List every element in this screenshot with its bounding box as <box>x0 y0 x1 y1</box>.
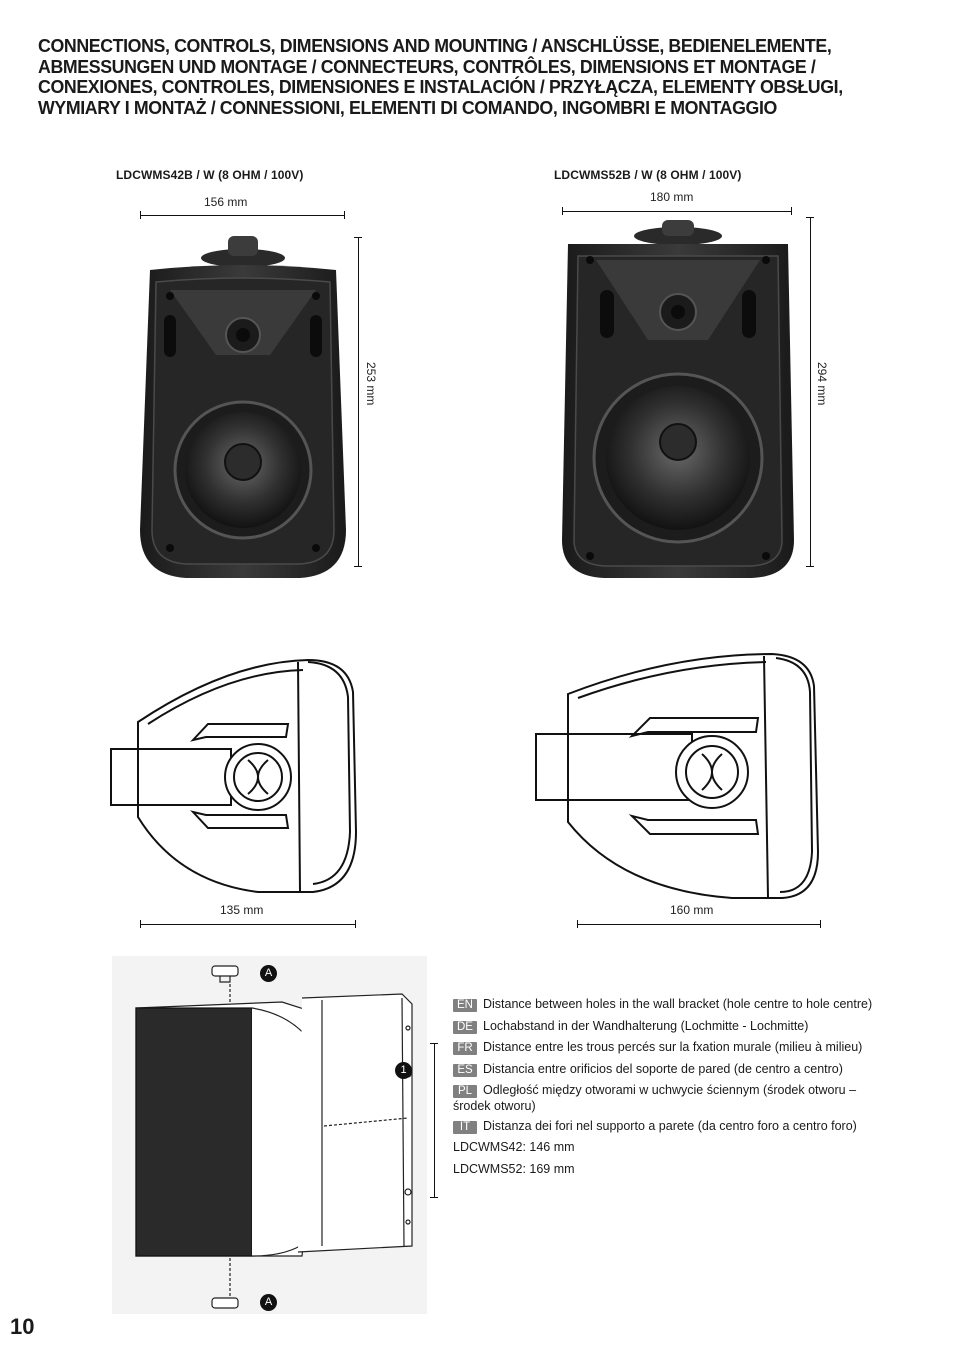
depth-dimension-line-right <box>577 920 821 928</box>
width-label-right: 180 mm <box>650 190 694 204</box>
height-label-left: 253 mm <box>364 362 378 406</box>
heading-line: CONEXIONES, CONTROLES, DIMENSIONES E INS… <box>38 76 843 97</box>
model-label-left: LDCWMS42B / W (8 OHM / 100V) <box>116 168 304 182</box>
marker-1: 1 <box>395 1062 412 1079</box>
page-heading: CONNECTIONS, CONTROLS, DIMENSIONS AND MO… <box>38 35 883 118</box>
width-dimension-line-left <box>140 211 345 219</box>
marker-a-top: A <box>260 965 277 982</box>
heading-line: CONNECTIONS, CONTROLS, DIMENSIONS AND MO… <box>38 35 832 56</box>
lang-tag: PL <box>453 1085 477 1098</box>
mounting-drawing <box>112 956 427 1314</box>
height-label-right: 294 mm <box>815 362 829 406</box>
speaker-side-drawing-left <box>110 658 358 893</box>
legend-text-continued: środek otworu) <box>453 1098 536 1113</box>
hole-distance-legend: EN Distance between holes in the wall bra… <box>453 994 923 1180</box>
height-dimension-line-right <box>806 217 814 567</box>
lang-tag: FR <box>453 1042 477 1055</box>
heading-line: ABMESSUNGEN UND MONTAGE / CONNECTEURS, C… <box>38 55 816 77</box>
marker-a-bottom: A <box>260 1294 277 1311</box>
legend-row-de: DE Lochabstand in der Wandhalterung (Loch… <box>453 1016 923 1038</box>
hole-distance-dimension-line <box>430 1043 438 1198</box>
depth-label-right: 160 mm <box>670 903 714 917</box>
page-number: 10 <box>10 1314 35 1339</box>
height-dimension-line-left <box>354 237 362 567</box>
legend-text: Distanza dei fori nel supporto a parete … <box>483 1118 857 1133</box>
lang-tag: DE <box>453 1020 477 1034</box>
model-label-right: LDCWMS52B / W (8 OHM / 100V) <box>554 168 742 182</box>
heading-line: WYMIARY I MONTAŻ / CONNESSIONI, ELEMENTI… <box>38 96 777 118</box>
legend-row-en: EN Distance between holes in the wall bra… <box>453 994 923 1016</box>
legend-text: Distance entre les trous percés sur la f… <box>483 1040 863 1054</box>
legend-row-pl: PL Odległość między otworami w uchwycie ś… <box>453 1080 923 1102</box>
legend-row-it: IT Distanza dei fori nel supporto a paret… <box>453 1116 923 1138</box>
legend-row-fr: FR Distance entre les trous percés sur la… <box>453 1037 923 1059</box>
width-label-left: 156 mm <box>204 195 248 209</box>
lang-tag: EN <box>453 999 477 1012</box>
depth-label-left: 135 mm <box>220 903 264 917</box>
hole-distance-value-52: LDCWMS52: 169 mm <box>453 1161 575 1176</box>
speaker-side-drawing-right <box>535 652 820 899</box>
legend-text: Distance between holes in the wall brack… <box>483 997 873 1011</box>
legend-row-es: ES Distancia entre orificios del soporte … <box>453 1059 923 1081</box>
lang-tag: IT <box>453 1120 477 1134</box>
depth-dimension-line-left <box>140 920 356 928</box>
legend-text: Lochabstand in der Wandhalterung (Lochmi… <box>483 1018 809 1033</box>
width-dimension-line-right <box>562 207 792 215</box>
lang-tag: ES <box>453 1063 477 1077</box>
hole-distance-value-42: LDCWMS42: 146 mm <box>453 1140 575 1154</box>
speaker-front-image-right <box>562 220 794 578</box>
legend-text: Odległość między otworami w uchwycie ści… <box>483 1083 857 1097</box>
speaker-front-image-left <box>140 236 346 578</box>
legend-text: Distancia entre orificios del soporte de… <box>483 1061 843 1076</box>
